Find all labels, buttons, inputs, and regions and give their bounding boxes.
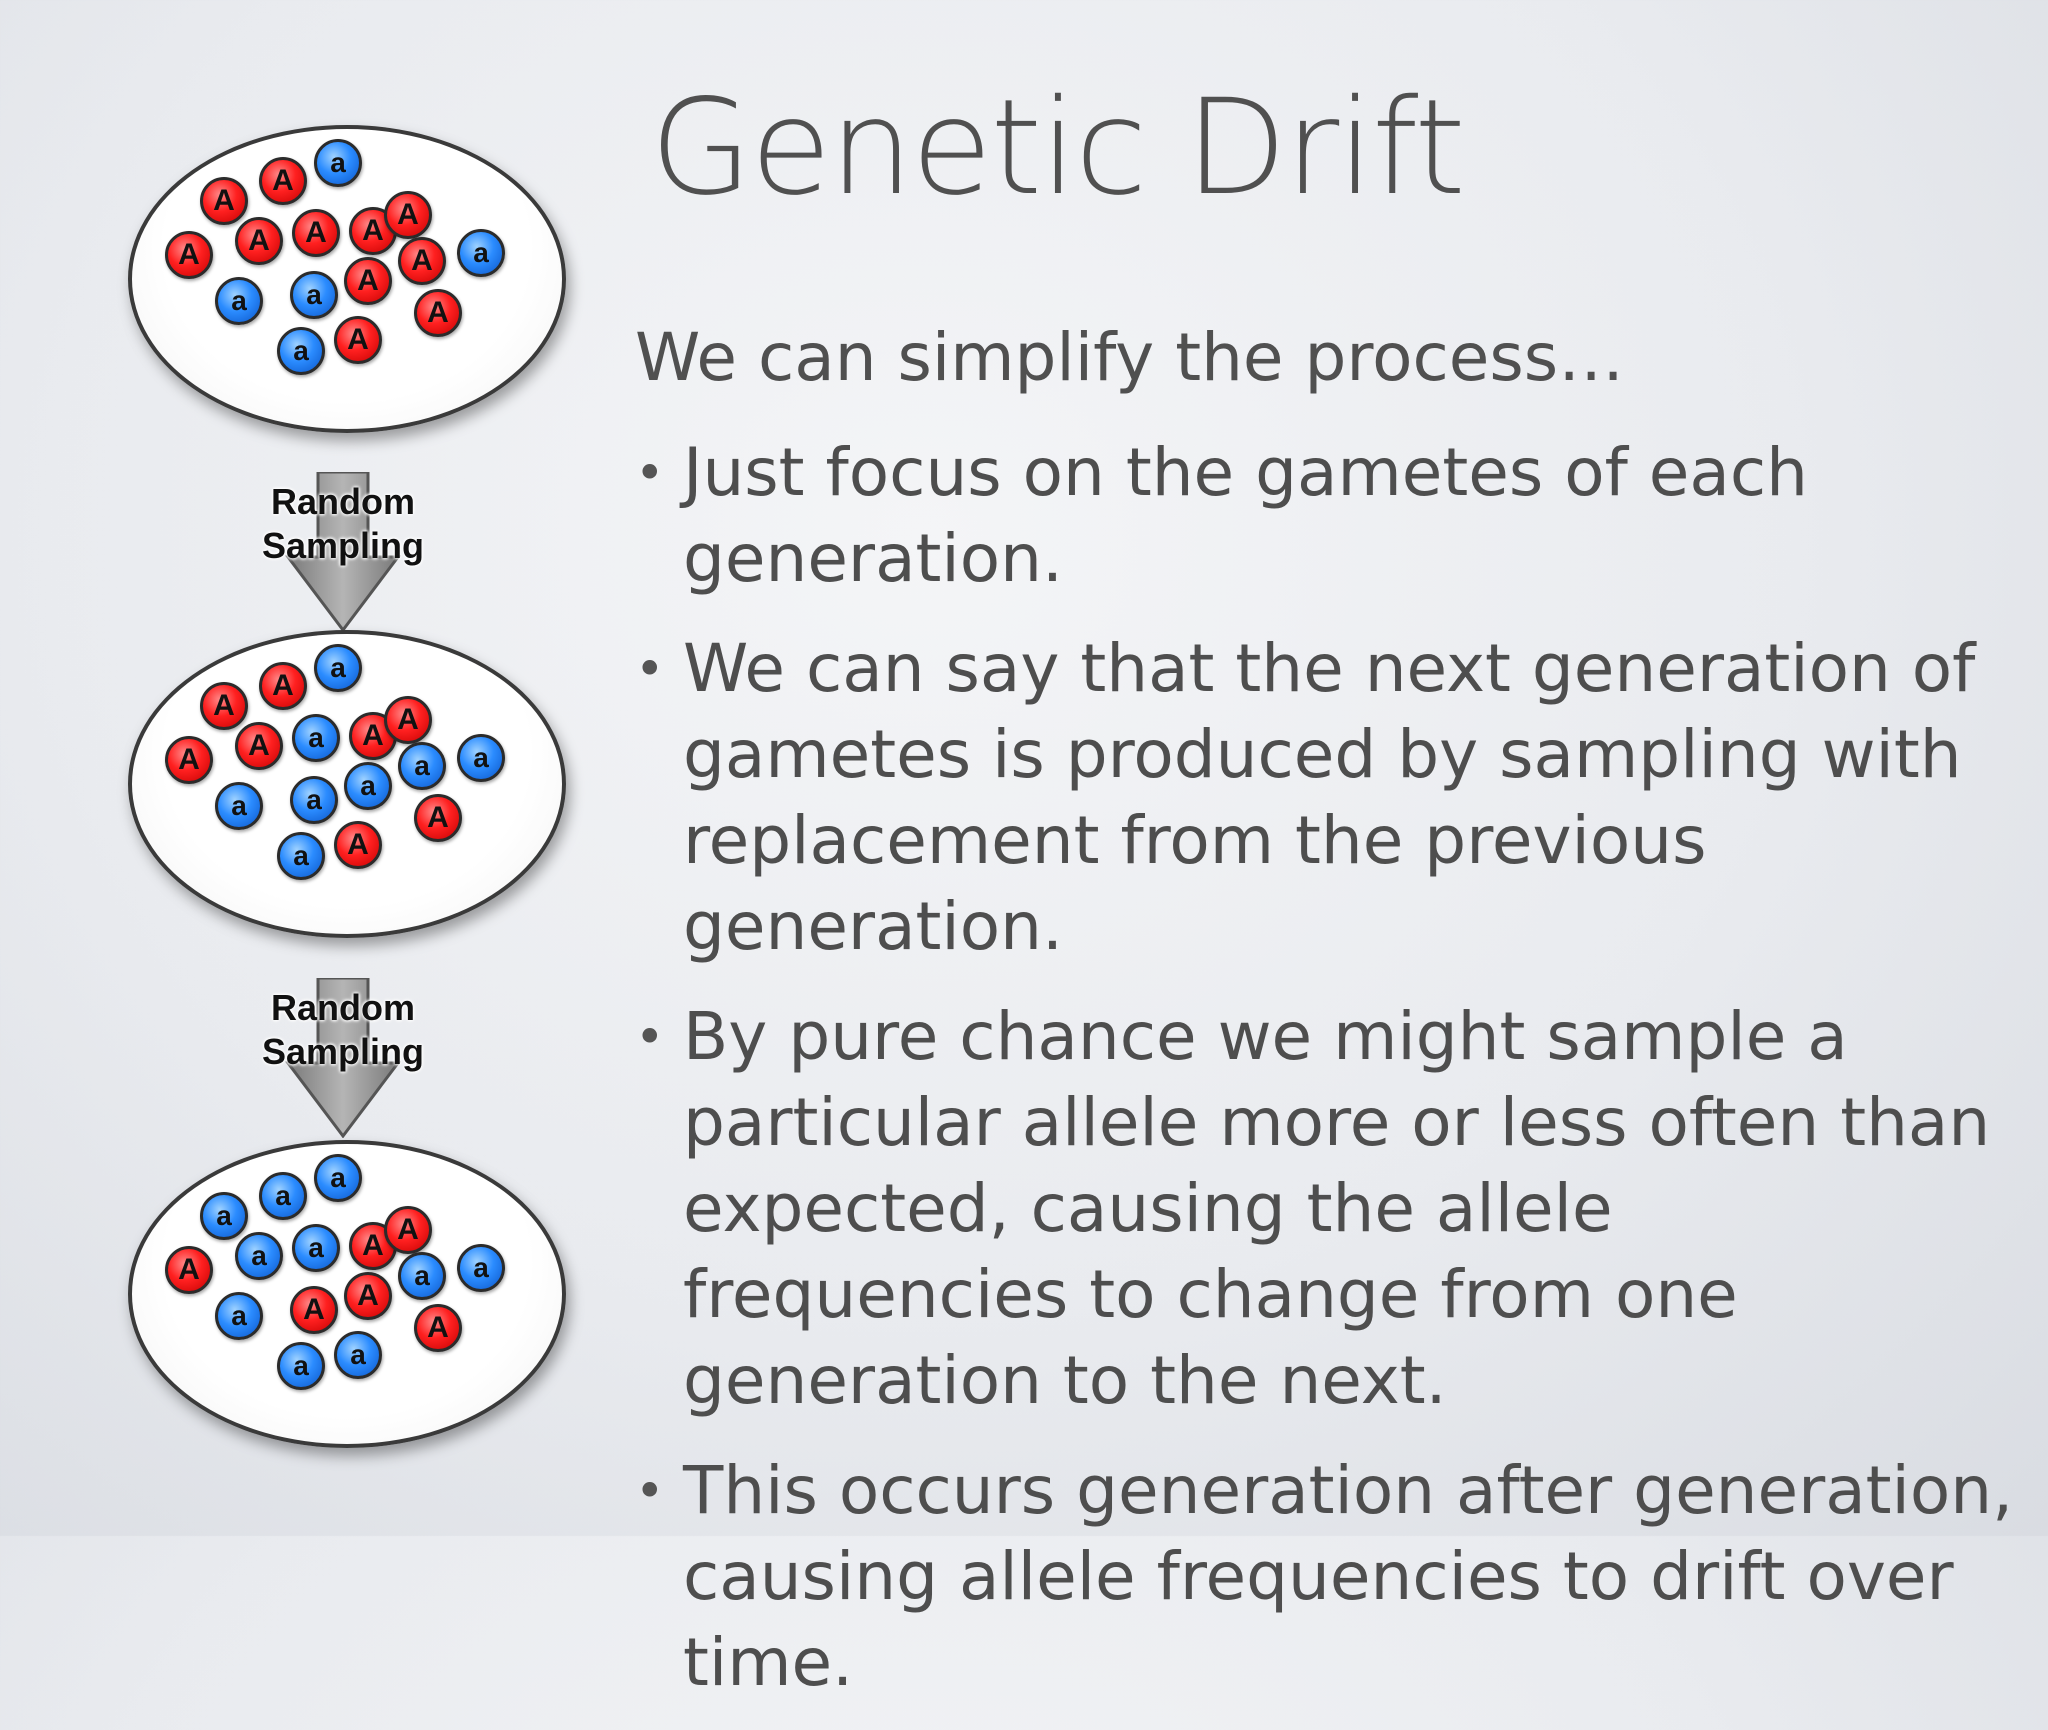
allele-recessive: a: [215, 782, 263, 830]
allele-recessive: a: [457, 734, 505, 782]
allele-recessive: a: [292, 1224, 340, 1272]
arrow-label-line: Sampling: [261, 1031, 425, 1072]
allele-dominant: A: [165, 736, 213, 784]
bullet-item: • Just focus on the gametes of each gene…: [635, 430, 2015, 602]
allele-recessive: a: [215, 277, 263, 325]
random-sampling-label: Random Sampling: [233, 986, 453, 1074]
down-arrow-icon: [284, 472, 402, 632]
allele-dominant: A: [200, 177, 248, 225]
allele-dominant: A: [344, 1272, 392, 1320]
random-sampling-arrow: Random Sampling: [262, 472, 424, 632]
allele-recessive: a: [314, 644, 362, 692]
allele-dominant: A: [235, 722, 283, 770]
allele-dominant: A: [292, 209, 340, 257]
allele-dominant: A: [384, 1206, 432, 1254]
allele-recessive: a: [277, 327, 325, 375]
allele-dominant: A: [290, 1286, 338, 1334]
allele-dominant: A: [334, 821, 382, 869]
allele-recessive: a: [314, 1154, 362, 1202]
random-sampling-arrow: Random Sampling: [262, 978, 424, 1138]
allele-recessive: a: [290, 776, 338, 824]
allele-dominant: A: [235, 217, 283, 265]
allele-recessive: a: [457, 1244, 505, 1292]
bullet-text: We can say that the next generation of g…: [683, 630, 1976, 965]
allele-dominant: A: [414, 1304, 462, 1352]
allele-recessive: a: [290, 271, 338, 319]
bullet-marker: •: [635, 444, 665, 502]
allele-dominant: A: [398, 237, 446, 285]
allele-recessive: a: [457, 229, 505, 277]
allele-dominant: A: [414, 289, 462, 337]
allele-dominant: A: [344, 257, 392, 305]
allele-recessive: a: [344, 762, 392, 810]
random-sampling-label: Random Sampling: [233, 480, 453, 568]
allele-recessive: a: [314, 139, 362, 187]
allele-dominant: A: [384, 191, 432, 239]
allele-recessive: a: [292, 714, 340, 762]
allele-dominant: A: [414, 794, 462, 842]
allele-recessive: a: [200, 1192, 248, 1240]
allele-dominant: A: [384, 696, 432, 744]
bullet-text: By pure chance we might sample a particu…: [683, 998, 1991, 1419]
bullet-text: Just focus on the gametes of each genera…: [683, 434, 1808, 597]
allele-recessive: a: [215, 1292, 263, 1340]
bullet-marker: •: [635, 1462, 665, 1520]
allele-dominant: A: [259, 157, 307, 205]
arrow-label-line: Random: [271, 987, 415, 1028]
bullet-item: • By pure chance we might sample a parti…: [635, 994, 2015, 1424]
allele-dominant: A: [200, 682, 248, 730]
bullet-item: • This occurs generation after generatio…: [635, 1448, 2015, 1706]
allele-recessive: a: [277, 832, 325, 880]
allele-dominant: A: [334, 316, 382, 364]
allele-recessive: a: [259, 1172, 307, 1220]
allele-recessive: a: [235, 1232, 283, 1280]
slide-title: Genetic Drift: [650, 71, 1466, 225]
bullet-text: This occurs generation after generation,…: [683, 1452, 2014, 1701]
bullet-item: • We can say that the next generation of…: [635, 626, 2015, 970]
arrow-label-line: Sampling: [261, 525, 425, 566]
arrow-label-line: Random: [271, 481, 415, 522]
bullet-marker: •: [635, 640, 665, 698]
allele-recessive: a: [398, 742, 446, 790]
down-arrow-icon: [284, 978, 402, 1138]
allele-dominant: A: [165, 231, 213, 279]
allele-dominant: A: [259, 662, 307, 710]
allele-recessive: a: [398, 1252, 446, 1300]
allele-dominant: A: [165, 1246, 213, 1294]
allele-recessive: a: [277, 1342, 325, 1390]
bullet-list: • Just focus on the gametes of each gene…: [635, 430, 2015, 1730]
allele-recessive: a: [334, 1331, 382, 1379]
slide-intro: We can simplify the process…: [635, 319, 1625, 396]
bullet-marker: •: [635, 1008, 665, 1066]
